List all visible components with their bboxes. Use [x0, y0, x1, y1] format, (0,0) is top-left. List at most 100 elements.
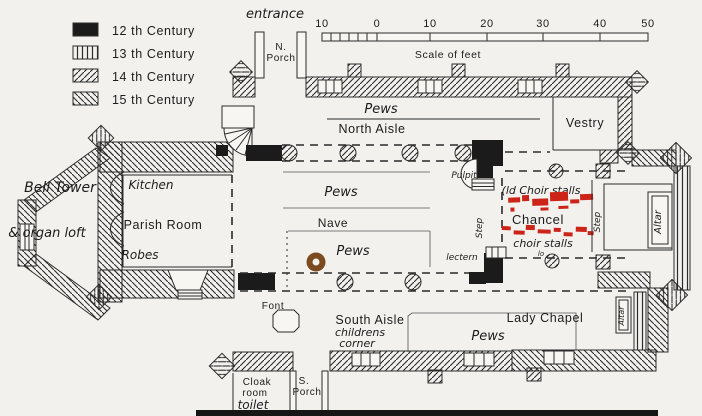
scale-tick: 20: [480, 18, 493, 30]
cloak-room-label-2: room: [242, 388, 267, 399]
scale-tick: 30: [536, 18, 549, 30]
chancel-label: Chancel: [512, 212, 564, 227]
scale-tick: 10: [423, 18, 436, 30]
north-aisle: Pews North Aisle: [282, 102, 540, 162]
scale-tick: 10: [315, 18, 328, 30]
legend: 12 th Century 13 th Century 14 th Centur…: [72, 22, 195, 107]
north-aisle-label: North Aisle: [338, 122, 405, 136]
scale-bar-rule: [321, 32, 649, 42]
scale-bar: 10 0 10 20 30 40 50 Scale of feet: [315, 18, 654, 61]
buttress: [87, 124, 115, 152]
north-porch-label-2: Porch: [266, 53, 295, 64]
south-aisle-label: South Aisle: [335, 313, 404, 327]
column: [454, 144, 472, 162]
chancel-arch: Pulpit Step lectern: [446, 140, 507, 284]
chancel: (ld Choir stalls Chancel choir stalls lo: [502, 151, 628, 270]
lady-chapel-altar: [615, 296, 632, 334]
nave-west-piers: [216, 144, 298, 290]
bell-tower-label: Bell Tower: [24, 180, 97, 196]
kitchen-label: Kitchen: [128, 178, 173, 192]
spiral-stair: [221, 105, 255, 157]
lady-chapel-outline: [407, 312, 577, 352]
pulpit-label: Pulpit: [451, 171, 477, 181]
vestry: Vestry: [552, 96, 677, 167]
choir-stalls-north-label: (ld Choir stalls: [502, 184, 581, 197]
scale-tick: 40: [593, 18, 606, 30]
north-porch-east-wall: [296, 31, 307, 79]
toilet-label: toilet: [238, 398, 270, 412]
buttress: [624, 69, 650, 95]
buttress: [659, 141, 693, 175]
column: [544, 253, 560, 269]
south-porch-label-1: S.: [299, 376, 310, 387]
scale-bar-divisions: [330, 33, 601, 41]
legend-label-15th: 15 th Century: [112, 93, 195, 107]
organ-loft-label: & organ loft: [8, 226, 86, 241]
north-porch: entrance N. Porch: [246, 7, 307, 79]
scale-tick: 50: [641, 18, 654, 30]
south-porch-label-2: Porch: [292, 387, 321, 398]
legend-swatch-15th: [72, 91, 99, 106]
nave-pews-upper-label: Pews: [324, 185, 357, 200]
buttress: [228, 59, 254, 85]
chancel-pier-south: [484, 253, 503, 283]
lectern-steps: [485, 246, 507, 259]
tower-arch-niches: [110, 171, 125, 247]
scale-caption: Scale of feet: [415, 49, 481, 61]
step-label-west: Step: [475, 217, 485, 238]
choir-stalls-note: lo: [538, 250, 544, 258]
column: [404, 273, 422, 291]
east-wall: [673, 165, 691, 291]
south-porch-east-wall: [321, 370, 329, 414]
buttress: [427, 369, 443, 384]
nave-label: Nave: [318, 216, 348, 230]
step-label-east: Step: [593, 211, 603, 232]
column: [336, 273, 354, 291]
north-wall-windows: [317, 79, 543, 94]
column: [401, 144, 419, 162]
lady-chapel-label: Lady Chapel: [507, 311, 584, 325]
legend-swatch-14th: [72, 68, 99, 83]
buttress: [208, 352, 236, 380]
legend-swatch-12th: [72, 22, 99, 37]
legend-label-13th: 13 th Century: [112, 47, 195, 61]
north-porch-west-wall: [254, 31, 265, 79]
childrens-corner-label-2: corner: [339, 337, 376, 350]
pulpit-steps: [471, 178, 495, 191]
cloak-room-label-1: Cloak: [243, 377, 272, 388]
choir-stalls-south-label: choir stalls: [513, 237, 573, 250]
south-wall: [208, 349, 657, 384]
font-label: Font: [262, 301, 284, 312]
entrance-label: entrance: [246, 7, 304, 22]
column: [280, 144, 298, 162]
nave-pews-lower-label: Pews: [336, 244, 369, 259]
parish-room-outline: [122, 174, 232, 268]
childrens-corner-label-1: childrens: [335, 326, 385, 339]
scan-edge-strip: [196, 410, 658, 416]
south-aisle-pews-label: Pews: [471, 329, 504, 344]
north-wall: [228, 59, 650, 98]
altar-east-label: Altar: [653, 209, 664, 235]
tower-west-window: [19, 223, 35, 251]
north-aisle-pews-label: Pews: [364, 102, 397, 117]
legend-label-14th: 14 th Century: [112, 70, 195, 84]
red-annotation-row-1: [508, 191, 594, 212]
sanctuary: Step Altar: [591, 141, 693, 312]
font-octagon: [272, 309, 300, 333]
legend-label-12th: 12 th Century: [112, 24, 195, 38]
lectern-label: lectern: [446, 253, 478, 263]
vestry-label: Vestry: [566, 116, 604, 130]
buttress: [526, 367, 542, 382]
west-tower: Kitchen Parish Room Robes Bell Tower & o…: [8, 124, 235, 321]
nave: Pews Nave Pews: [240, 171, 632, 292]
buttress: [451, 63, 466, 78]
robes-label: Robes: [122, 248, 159, 262]
tower-wing-south: [23, 253, 111, 321]
buttress: [347, 63, 362, 78]
altar-lady-chapel-label: Altar: [617, 306, 626, 327]
column: [595, 254, 611, 270]
nave-marker-dot-center: [312, 258, 320, 266]
column: [548, 163, 564, 179]
